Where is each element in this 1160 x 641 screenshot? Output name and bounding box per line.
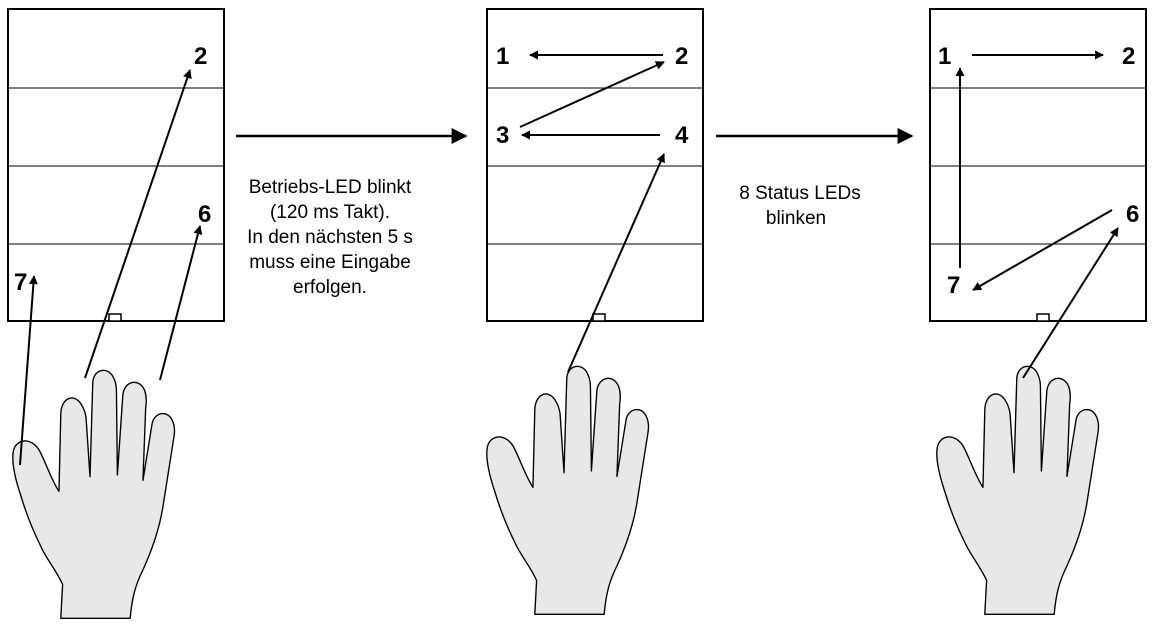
caption1-line2: (120 ms Takt). <box>270 202 390 223</box>
step3-label-7: 7 <box>947 272 960 299</box>
step1-hand-icon <box>12 369 176 620</box>
arrow-3-to-2 <box>519 61 665 128</box>
caption1-line1: Betriebs-LED blinkt <box>249 177 412 198</box>
step3-label-2: 2 <box>1122 43 1135 70</box>
caption1-line4: muss eine Eingabe <box>249 252 411 273</box>
step1-label-2: 2 <box>194 43 207 70</box>
step1-panel: 2 6 7 <box>7 8 225 322</box>
step3-panel: 1 2 6 7 <box>929 8 1147 322</box>
step3-label-1: 1 <box>938 43 951 70</box>
step2-label-2: 2 <box>675 43 688 70</box>
step1-gesture-arrows <box>19 69 203 466</box>
step3-hand-icon <box>936 365 1100 616</box>
arrow-thumb-to-7 <box>19 275 38 466</box>
step3-label-6: 6 <box>1126 201 1139 228</box>
arrow-finger-to-4 <box>567 153 665 373</box>
led-indicator <box>592 313 606 322</box>
led-indicator <box>1036 313 1050 322</box>
step2-hand-icon <box>486 365 650 616</box>
step1-label-6: 6 <box>198 201 211 228</box>
step1-label-7: 7 <box>14 269 27 296</box>
arrow-finger-to-6 <box>1022 227 1119 379</box>
led-indicator <box>108 313 122 322</box>
caption2-line2: blinken <box>766 208 826 229</box>
arrow-6-to-7 <box>972 209 1113 291</box>
arrow-finger-to-2 <box>84 69 192 379</box>
step2-label-1: 1 <box>496 43 509 70</box>
step2-gesture-arrows <box>519 50 665 140</box>
caption1-line5: erfolgen. <box>293 277 367 298</box>
step2-label-3: 3 <box>496 122 509 149</box>
caption1-line3: In den nächsten 5 s <box>247 227 413 248</box>
transition1-caption: Betriebs-LED blinkt (120 ms Takt). In de… <box>247 177 413 298</box>
step3-gesture-arrows <box>955 50 1113 291</box>
caption2-line1: 8 Status LEDs <box>739 183 860 204</box>
arrow-finger-to-6 <box>159 225 203 381</box>
step2-panel: 1 2 3 4 <box>486 8 704 322</box>
transition2-caption: 8 Status LEDs blinken <box>739 183 860 229</box>
step2-label-4: 4 <box>675 122 689 149</box>
